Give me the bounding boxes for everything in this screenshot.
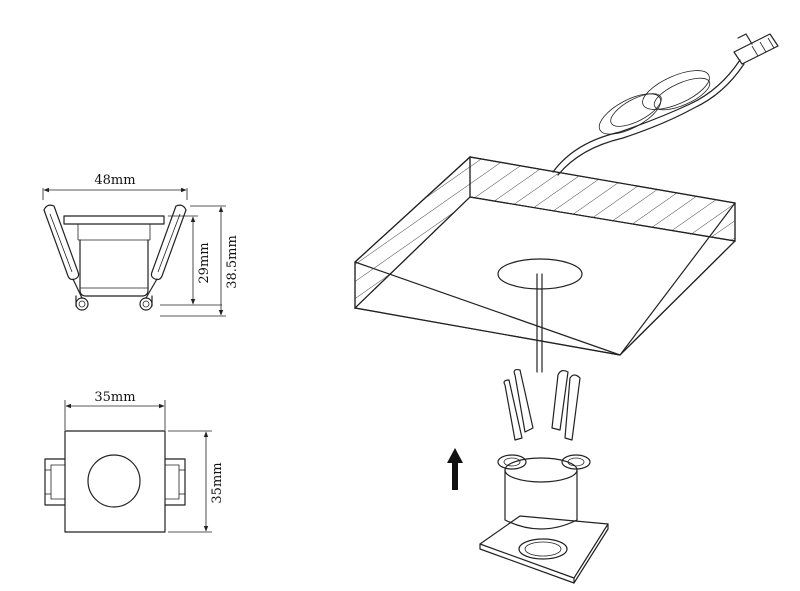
- label-35mm-height: 35mm: [210, 462, 225, 503]
- power-cable: [536, 59, 745, 373]
- top-right-clip: [164, 458, 186, 506]
- side-view: 48mm: [42, 173, 240, 317]
- width-dimension-48: 48mm: [42, 173, 188, 200]
- lamp-assembly: [479, 368, 609, 584]
- label-48mm: 48mm: [94, 173, 135, 188]
- mounting-hole: [497, 258, 583, 290]
- lens: [87, 454, 141, 508]
- label-29mm: 29mm: [197, 242, 212, 283]
- right-spring-clip: [139, 204, 187, 311]
- depth-dimension-38-5: 38.5mm: [160, 205, 240, 317]
- label-35mm-width: 35mm: [94, 390, 135, 405]
- plug-connector: [733, 33, 779, 65]
- up-arrow-icon: [447, 448, 463, 490]
- lamp-body: [79, 239, 149, 297]
- square-trim: [64, 430, 166, 533]
- top-left-clip: [44, 458, 66, 506]
- flange: [63, 215, 165, 225]
- installed-lens: [518, 538, 568, 560]
- top-height-dimension-35: 35mm: [168, 430, 225, 533]
- top-view: 35mm 35mm: [44, 390, 225, 533]
- depth-dimension-29: 29mm: [160, 215, 222, 306]
- installation-view: [354, 33, 779, 584]
- ceiling-panel: [354, 155, 736, 356]
- label-38-5mm: 38.5mm: [225, 235, 240, 289]
- left-spring-clip: [43, 204, 89, 311]
- top-width-dimension-35: 35mm: [64, 390, 166, 430]
